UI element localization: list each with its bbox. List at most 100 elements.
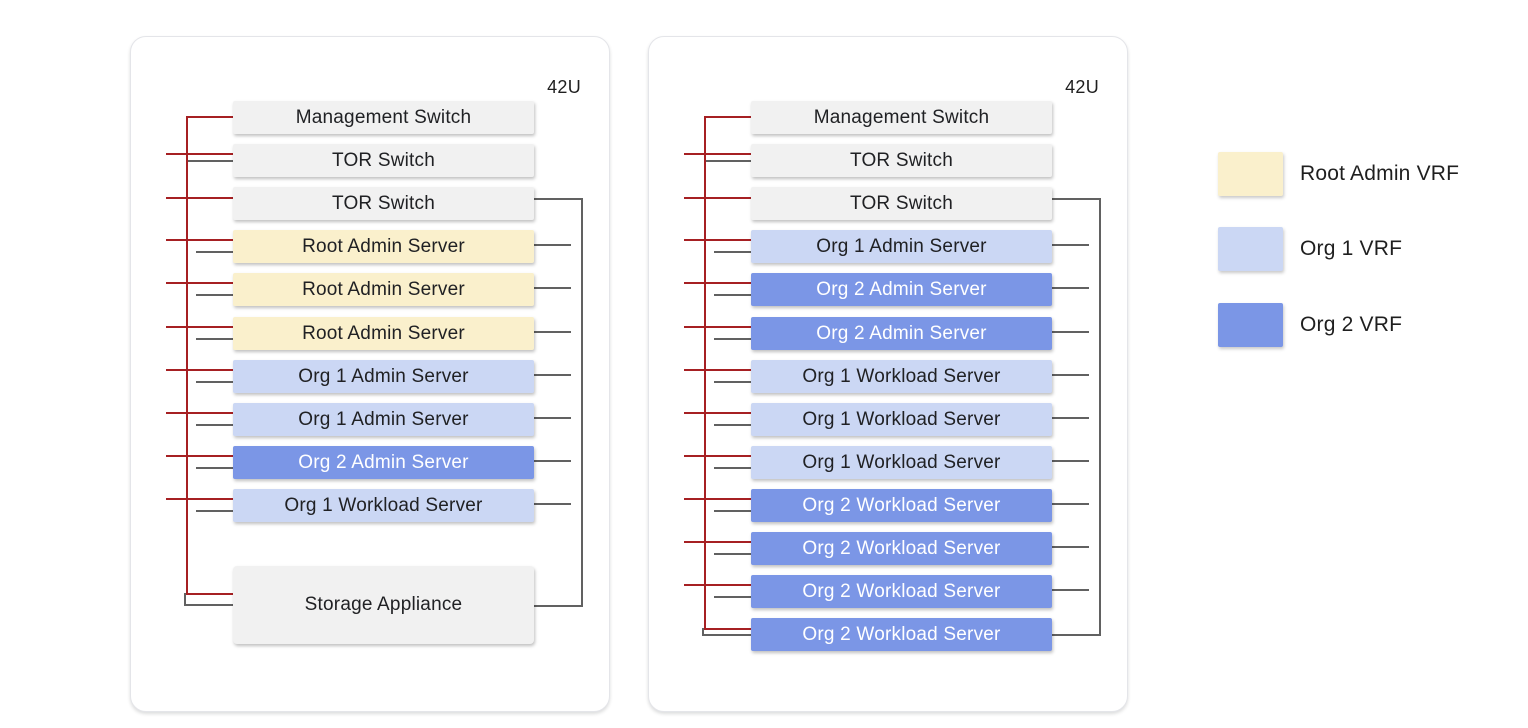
- data-network-line: [1052, 546, 1089, 548]
- data-network-line: [534, 374, 571, 376]
- rack-capacity-label: 42U: [1065, 77, 1099, 97]
- rack-capacity-label: 42U: [547, 77, 581, 97]
- data-network-line: [184, 593, 186, 606]
- data-network-line: [1052, 287, 1089, 289]
- data-network-line: [1052, 460, 1089, 462]
- rack-unit-label: Root Admin Server: [302, 278, 465, 300]
- legend-item-root-admin-vrf: Root Admin VRF: [1218, 152, 1459, 196]
- rack-unit-org-1-admin-server: Org 1 Admin Server: [751, 230, 1052, 263]
- management-network-line: [166, 455, 233, 457]
- rack-unit-org-2-admin-server: Org 2 Admin Server: [233, 446, 534, 479]
- data-network-line: [196, 251, 233, 253]
- data-network-line: [534, 287, 571, 289]
- rack-unit-label: Org 2 Admin Server: [816, 278, 987, 300]
- rack-unit-label: Root Admin Server: [302, 235, 465, 257]
- management-network-trunk-line: [704, 116, 706, 630]
- rack-unit-org-2-workload-server: Org 2 Workload Server: [751, 532, 1052, 565]
- data-network-line: [196, 338, 233, 340]
- management-network-line: [166, 412, 233, 414]
- rack-unit-root-admin-server: Root Admin Server: [233, 230, 534, 263]
- rack-unit-management-switch: Management Switch: [751, 101, 1052, 134]
- management-network-line: [166, 282, 233, 284]
- data-network-line: [714, 424, 751, 426]
- data-network-line: [184, 604, 233, 606]
- data-network-line: [714, 467, 751, 469]
- rack-unit-label: Management Switch: [813, 106, 990, 128]
- data-network-line: [1052, 634, 1101, 636]
- rack-unit-org-2-workload-server: Org 2 Workload Server: [751, 489, 1052, 522]
- rack-unit-org-1-admin-server: Org 1 Admin Server: [233, 360, 534, 393]
- data-network-line: [1052, 503, 1089, 505]
- rack-unit-org-2-workload-server: Org 2 Workload Server: [751, 618, 1052, 651]
- data-network-line: [534, 198, 583, 200]
- rack-unit-tor-switch: TOR Switch: [751, 144, 1052, 177]
- rack-unit-org-1-workload-server: Org 1 Workload Server: [751, 360, 1052, 393]
- rack-unit-storage-appliance: Storage Appliance: [233, 566, 534, 644]
- management-network-line: [704, 116, 751, 118]
- legend-swatch-org2-vrf: [1218, 303, 1283, 347]
- data-network-line: [534, 331, 571, 333]
- rack-unit-org-1-workload-server: Org 1 Workload Server: [751, 446, 1052, 479]
- rack-unit-tor-switch: TOR Switch: [233, 187, 534, 220]
- data-network-line: [534, 244, 571, 246]
- data-network-line: [714, 338, 751, 340]
- rack-unit-label: Org 2 Admin Server: [816, 322, 987, 344]
- rack-unit-label: TOR Switch: [331, 192, 435, 214]
- rack-unit-label: Management Switch: [295, 106, 472, 128]
- rack-unit-org-2-workload-server: Org 2 Workload Server: [751, 575, 1052, 608]
- rack-unit-label: Org 1 Workload Server: [284, 494, 483, 516]
- management-network-line: [684, 498, 751, 500]
- data-network-line: [196, 294, 233, 296]
- management-network-line: [684, 197, 751, 199]
- rack-unit-label: TOR Switch: [849, 149, 953, 171]
- data-network-line: [702, 628, 704, 636]
- management-network-line: [684, 282, 751, 284]
- data-network-line: [702, 634, 751, 636]
- data-network-line: [196, 510, 233, 512]
- data-network-line: [714, 381, 751, 383]
- management-network-line: [166, 239, 233, 241]
- data-network-line: [1052, 244, 1089, 246]
- rack-unit-org-1-workload-server: Org 1 Workload Server: [751, 403, 1052, 436]
- rack-unit-tor-switch: TOR Switch: [751, 187, 1052, 220]
- management-network-trunk-line: [186, 116, 188, 595]
- rack-unit-org-1-admin-server: Org 1 Admin Server: [233, 403, 534, 436]
- rack-unit-label: Org 1 Workload Server: [802, 365, 1001, 387]
- rack-unit-label: Org 1 Workload Server: [802, 408, 1001, 430]
- rack-unit-label: Root Admin Server: [302, 322, 465, 344]
- data-network-line: [1052, 331, 1089, 333]
- rack-unit-label: TOR Switch: [331, 149, 435, 171]
- data-network-line: [714, 294, 751, 296]
- management-network-line: [166, 326, 233, 328]
- rack-unit-label: Org 2 Admin Server: [298, 451, 469, 473]
- data-network-line: [1052, 198, 1101, 200]
- rack-unit-tor-switch: TOR Switch: [233, 144, 534, 177]
- data-network-line: [714, 251, 751, 253]
- rack-unit-management-switch: Management Switch: [233, 101, 534, 134]
- rack-unit-label: Org 1 Admin Server: [298, 365, 469, 387]
- rack-unit-label: Org 2 Workload Server: [802, 623, 1001, 645]
- management-network-line: [704, 628, 751, 630]
- rack-unit-label: TOR Switch: [849, 192, 953, 214]
- management-network-line: [166, 369, 233, 371]
- legend-label: Org 2 VRF: [1300, 313, 1403, 336]
- management-network-line: [684, 369, 751, 371]
- data-network-line: [196, 424, 233, 426]
- data-network-trunk-line: [581, 198, 583, 607]
- rack-unit-root-admin-server: Root Admin Server: [233, 273, 534, 306]
- data-network-line: [714, 596, 751, 598]
- data-network-line: [534, 460, 571, 462]
- data-network-line: [1052, 417, 1089, 419]
- rack-unit-org-2-admin-server: Org 2 Admin Server: [751, 273, 1052, 306]
- rack-unit-root-admin-server: Root Admin Server: [233, 317, 534, 350]
- management-network-line: [166, 197, 233, 199]
- rack-unit-label: Storage Appliance: [304, 594, 463, 615]
- management-network-line: [684, 153, 751, 155]
- legend-swatch-root-admin-vrf: [1218, 152, 1283, 196]
- management-network-line: [684, 455, 751, 457]
- data-network-line: [534, 503, 571, 505]
- management-network-line: [684, 326, 751, 328]
